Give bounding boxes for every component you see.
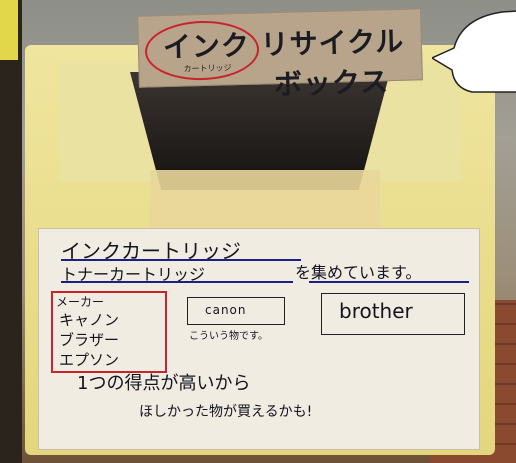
front-cardboard-sign: インクカートリッジ トナーカートリッジ を集めています。 メーカー キャノン ブ… <box>38 228 480 450</box>
cartridge-note: こういう物です。 <box>189 331 268 342</box>
top-sign-subtitle: カートリッジ <box>183 63 232 74</box>
underline <box>61 259 301 261</box>
sign-line-buy: ほしかった物が買えるかも! <box>139 404 313 420</box>
speech-bubble <box>432 10 516 93</box>
sign-line-collecting: を集めています。 <box>295 263 422 282</box>
top-cardboard-sign: インク リサイクル ボックス カートリッジ <box>137 8 423 101</box>
maker-item: キャノン <box>59 311 120 329</box>
sign-line-points: 1つの得点が高いから <box>77 373 251 394</box>
canon-label: canon <box>205 303 247 317</box>
underline <box>61 281 293 283</box>
brother-cartridge-drawing <box>321 293 465 335</box>
maker-list-box: メーカー キャノン ブラザー エプソン <box>51 291 167 373</box>
dark-doorframe <box>0 0 22 463</box>
underline <box>309 281 469 283</box>
maker-item: ブラザー <box>59 331 120 349</box>
maker-heading: メーカー <box>56 295 105 309</box>
yellow-poster-edge <box>0 0 18 60</box>
top-sign-title-line1: インク リサイクル <box>162 24 405 65</box>
brother-label: brother <box>339 299 413 323</box>
maker-item: エプソン <box>59 351 120 369</box>
canon-cartridge-drawing <box>187 297 285 325</box>
sign-line-toner-cartridge: トナーカートリッジ <box>61 265 206 284</box>
